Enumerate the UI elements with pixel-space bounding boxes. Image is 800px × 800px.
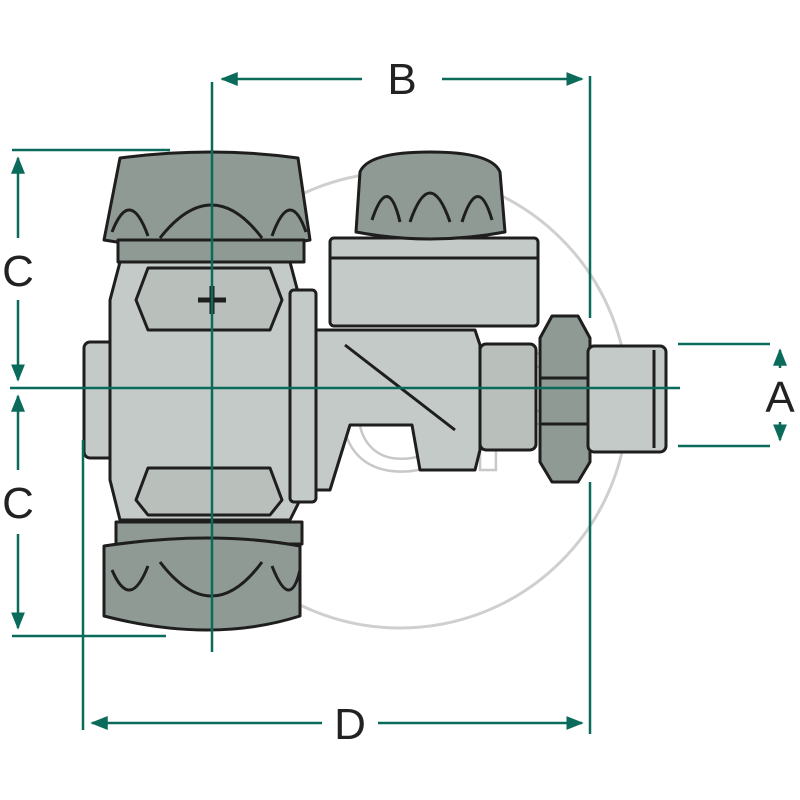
label-c-bottom: C xyxy=(2,479,34,528)
label-a: A xyxy=(765,373,795,422)
dimension-lines xyxy=(10,72,787,734)
label-b: B xyxy=(387,55,416,104)
label-d: D xyxy=(334,700,366,749)
dimension-labels: B D C C A xyxy=(2,55,795,749)
valve-body xyxy=(82,150,668,632)
label-c-top: C xyxy=(2,247,34,296)
